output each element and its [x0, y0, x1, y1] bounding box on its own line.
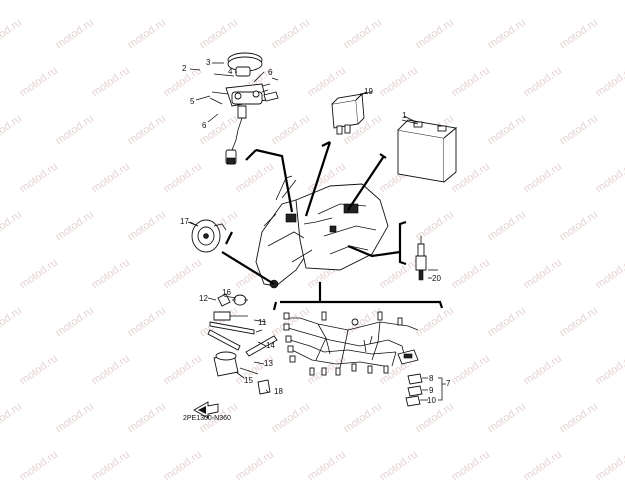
horn-17: [187, 219, 227, 253]
number-leaders: [189, 62, 432, 393]
battery-1: [397, 119, 458, 183]
label-2: 2: [182, 64, 187, 73]
label-19: 19: [364, 87, 373, 96]
plug-cap-20: [415, 236, 438, 281]
connectors-8-9-10: [405, 373, 446, 407]
label-9: 9: [429, 386, 434, 395]
label-1: 1: [402, 111, 407, 120]
scooter-body: [255, 175, 389, 289]
figure-code: 2PE1300-N360: [183, 415, 231, 422]
label-3: 3: [206, 58, 211, 67]
label-16: 16: [222, 288, 231, 297]
label-15: 15: [244, 376, 253, 385]
label-13: 13: [264, 359, 273, 368]
relay-19: [331, 91, 373, 135]
small-parts: [207, 293, 278, 395]
label-17: 17: [180, 217, 189, 226]
label-8: 8: [429, 374, 434, 383]
label-12: 12: [199, 294, 208, 303]
label-18: 18: [274, 387, 283, 396]
label-5: 5: [190, 97, 195, 106]
label-10: 10: [427, 396, 436, 405]
label-7: 7: [446, 379, 451, 388]
front-arrow-icon: [193, 401, 219, 419]
label-6b: 6: [202, 121, 207, 130]
label-20: 20: [432, 274, 441, 283]
label-6: 6: [268, 68, 273, 77]
wire-harness-7: [283, 311, 419, 376]
label-4: 4: [228, 67, 233, 76]
callout-lines: [221, 141, 444, 311]
label-14: 14: [266, 341, 275, 350]
main-switch-assembly: [209, 52, 279, 165]
part-number-labels: 1 2 3 4 5 6 6 7 8 9 10 11 12 13 14 15 16…: [180, 58, 451, 405]
label-11: 11: [258, 318, 267, 327]
electrical-diagram: 1 2 3 4 5 6 6 7 8 9 10 11 12 13 14 15 16…: [180, 52, 458, 419]
